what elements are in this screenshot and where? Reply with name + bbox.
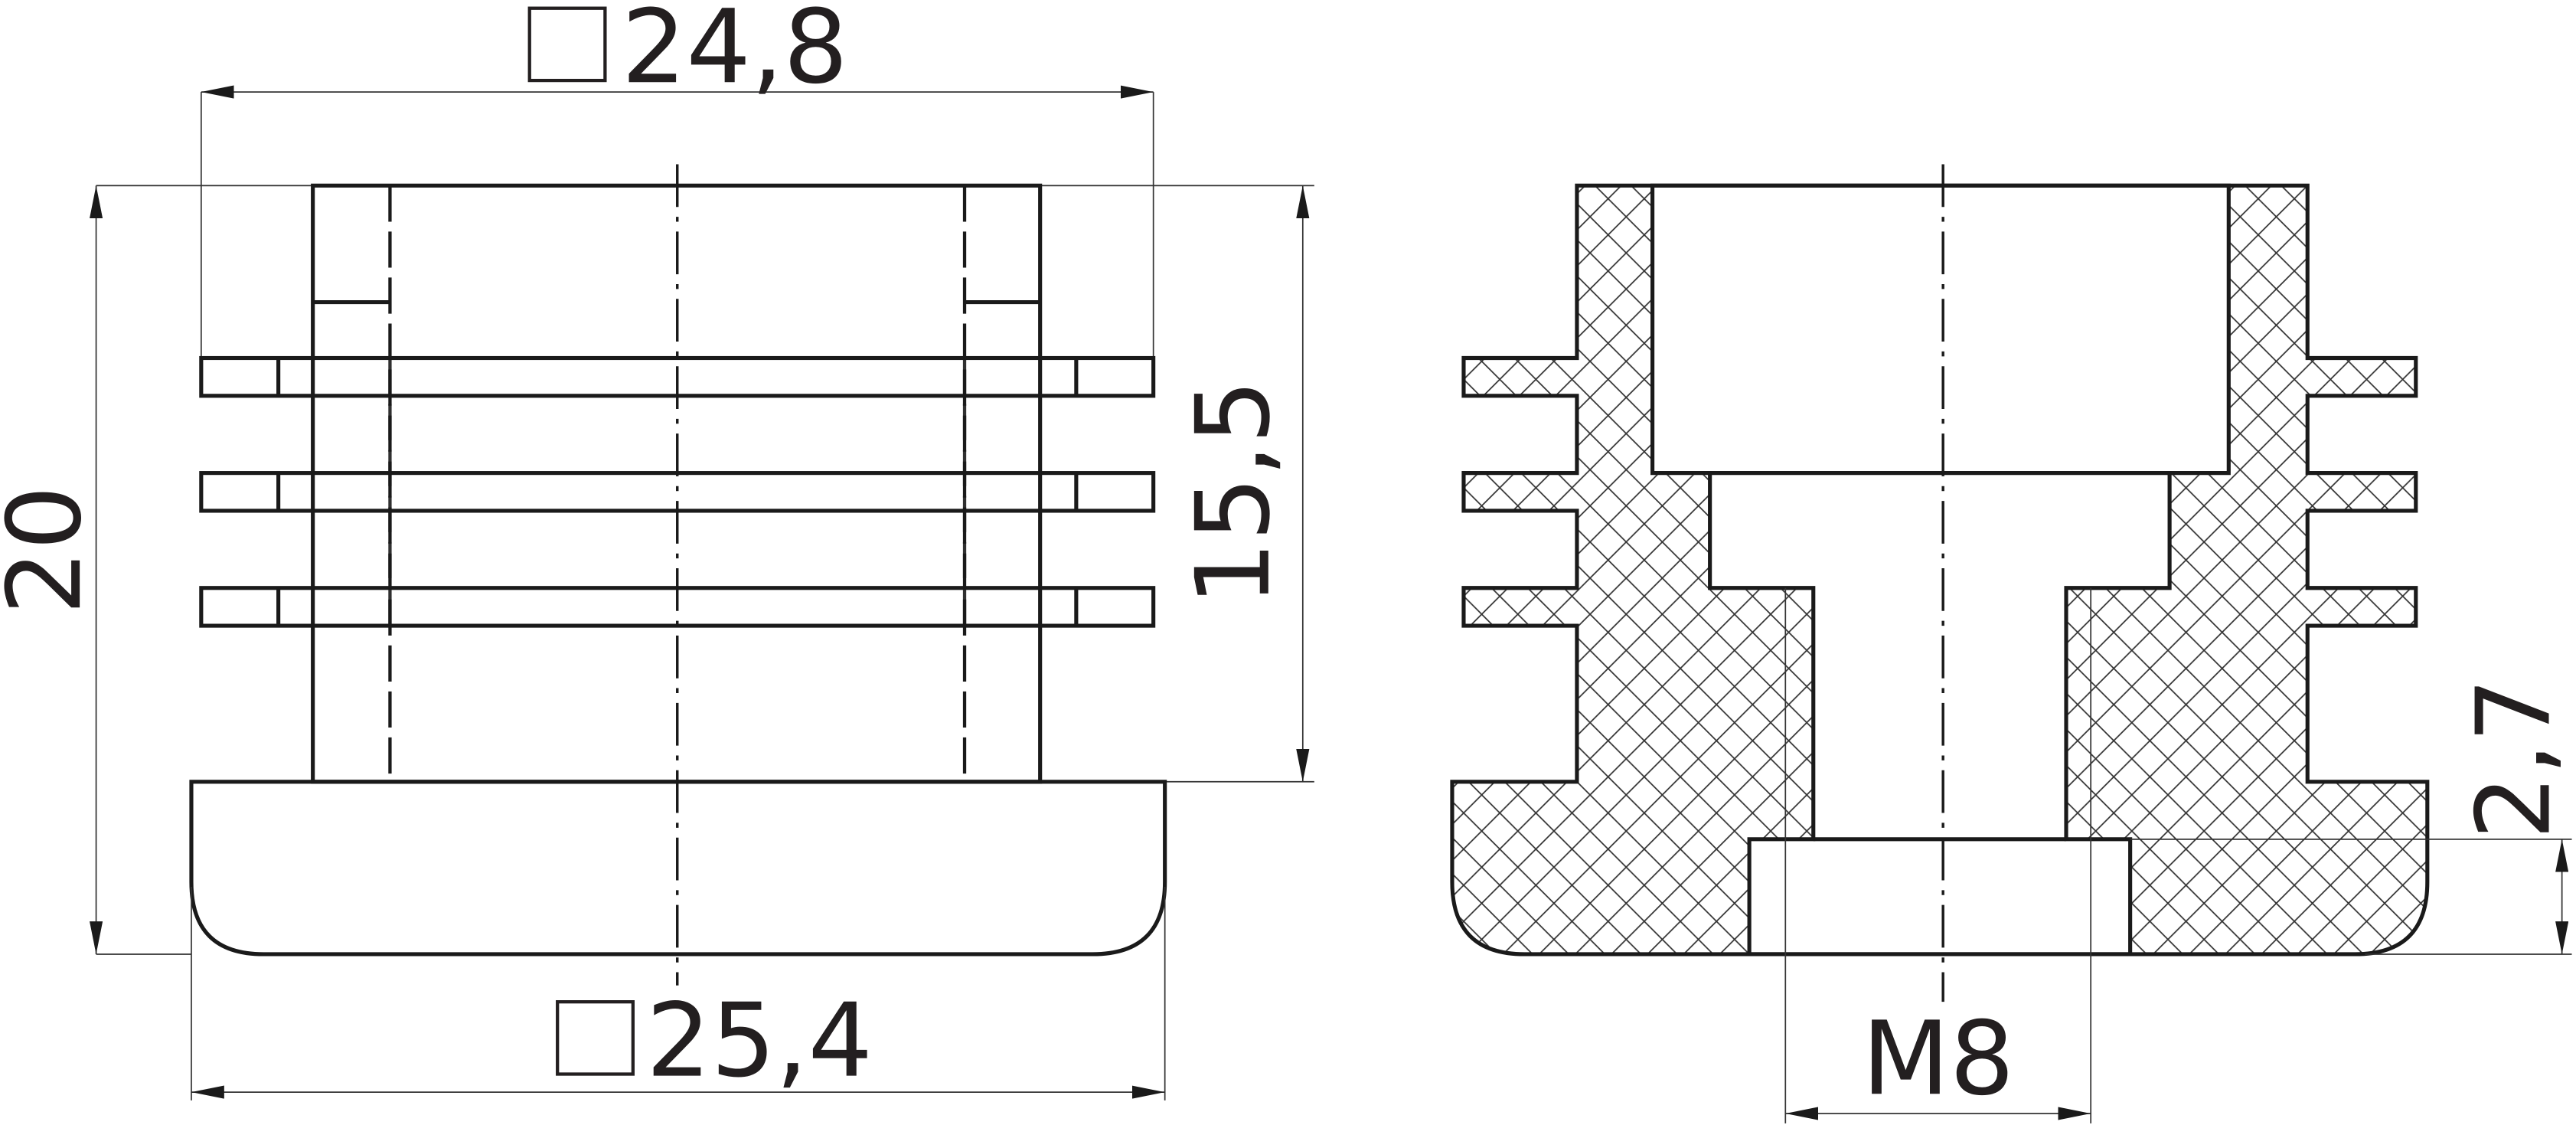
side-view: 24,8 20 15,5 25,4 <box>0 0 1314 1100</box>
dim-insert-height: 15,5 <box>1175 379 1293 606</box>
square-symbol-icon <box>527 6 607 83</box>
dim-top-width: 24,8 <box>622 0 848 106</box>
square-symbol-icon <box>556 1000 635 1076</box>
section-view: M8 2,7 <box>1450 164 2573 1123</box>
dim-total-height: 20 <box>0 486 104 615</box>
section-hatch <box>1451 185 2427 954</box>
dim-thread: M8 <box>1862 1000 2014 1118</box>
dim-base-thickness: 2,7 <box>2455 678 2573 839</box>
dim-bottom-width: 25,4 <box>646 983 873 1100</box>
